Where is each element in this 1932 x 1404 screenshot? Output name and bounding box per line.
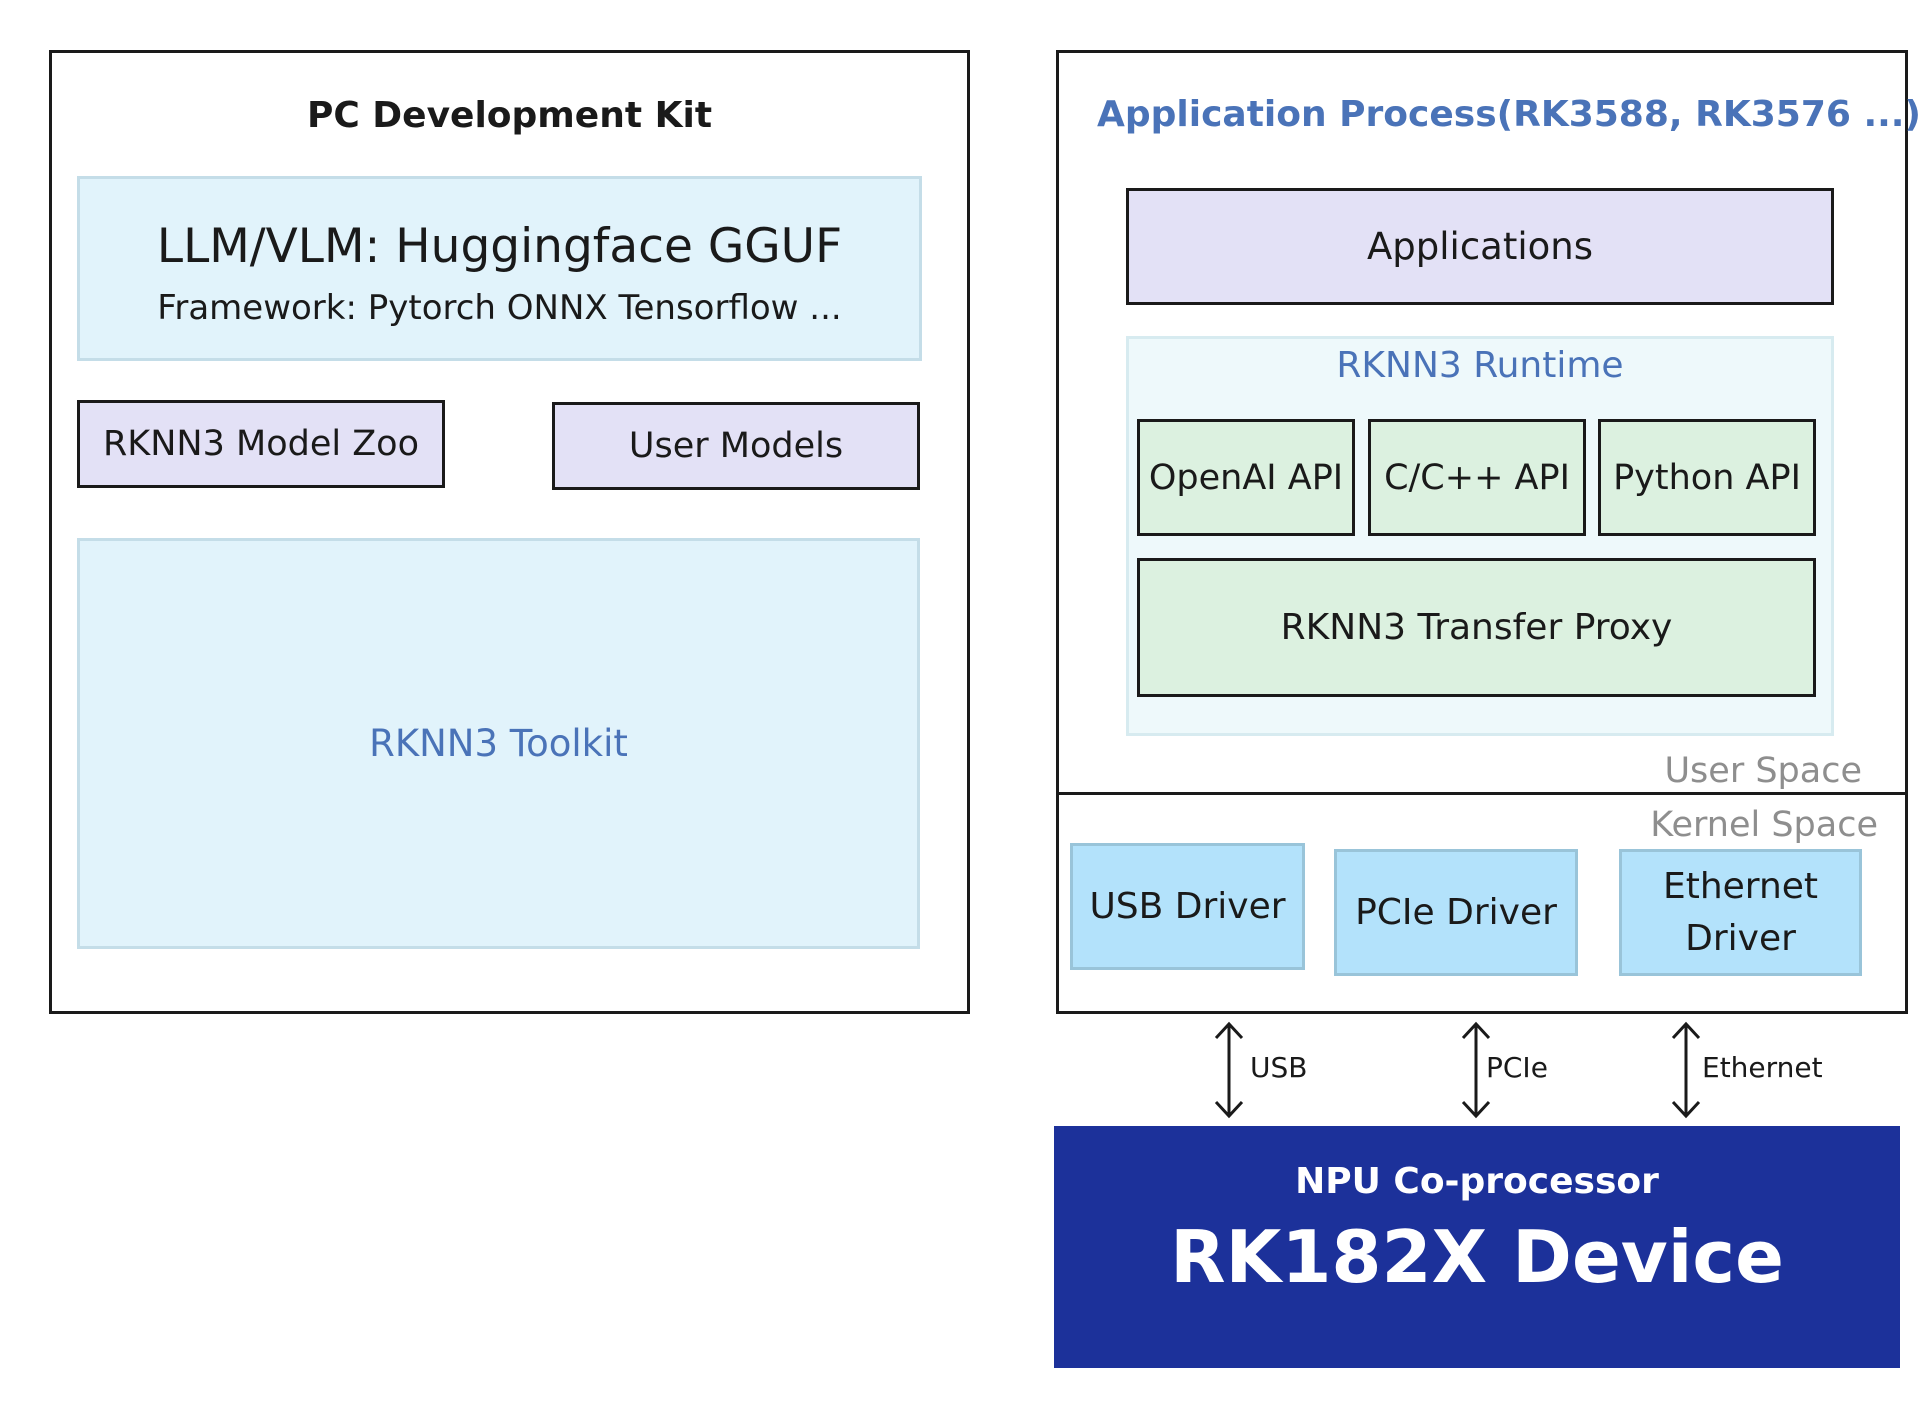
applications-label: Applications [1366, 225, 1593, 268]
ethernet-driver-label-line-1: Ethernet [1662, 865, 1819, 907]
frameworks-box [77, 176, 922, 361]
ethernet-link-label: Ethernet [1702, 1051, 1823, 1084]
usb-driver-label: USB Driver [1089, 886, 1286, 927]
frameworks-line-1: LLM/VLM: Huggingface GGUF [156, 218, 843, 274]
openai-api-box: OpenAI API [1137, 419, 1355, 536]
rk182x-device-box [1054, 1126, 1900, 1368]
python-api-label: Python API [1613, 457, 1801, 498]
c-cpp-api-box: C/C++ API [1368, 419, 1586, 536]
application-process-title: Application Process(RK3588, RK3576 ...) [1097, 94, 1921, 135]
rk182x-device-title: RK182X Device [1170, 1215, 1784, 1299]
usb-link-label: USB [1250, 1051, 1308, 1084]
user-kernel-divider [1056, 792, 1908, 795]
pc-dev-kit-title: PC Development Kit [306, 94, 713, 136]
rknn3-toolkit-label: RKNN3 Toolkit [369, 722, 628, 765]
usb-driver-box: USB Driver [1070, 843, 1305, 970]
npu-coprocessor-label: NPU Co-processor [1295, 1160, 1659, 1202]
ethernet-link-arrow [1671, 1021, 1701, 1119]
rknn3-runtime-title: RKNN3 Runtime [1336, 344, 1624, 386]
user-models-label: User Models [628, 426, 844, 466]
ethernet-driver-label-line-2: Driver [1685, 917, 1796, 959]
pcie-driver-label: PCIe Driver [1355, 892, 1557, 933]
ethernet-driver-box: Ethernet Driver [1619, 849, 1862, 976]
usb-link-arrow [1214, 1021, 1244, 1119]
rknn3-model-zoo-box: RKNN3 Model Zoo [77, 400, 445, 488]
c-cpp-api-label: C/C++ API [1384, 457, 1570, 498]
openai-api-label: OpenAI API [1148, 457, 1344, 498]
kernel-space-label: Kernel Space [1650, 805, 1878, 845]
python-api-box: Python API [1598, 419, 1816, 536]
pcie-link-arrow [1461, 1021, 1491, 1119]
pcie-link-label: PCIe [1486, 1051, 1548, 1084]
rknn3-model-zoo-label: RKNN3 Model Zoo [102, 424, 420, 464]
user-space-label: User Space [1664, 751, 1862, 791]
rknn3-toolkit-box: RKNN3 Toolkit [77, 538, 920, 949]
pcie-driver-box: PCIe Driver [1334, 849, 1578, 976]
frameworks-line-2: Framework: Pytorch ONNX Tensorflow ... [157, 288, 842, 328]
rknn3-transfer-proxy-label: RKNN3 Transfer Proxy [1280, 607, 1673, 648]
user-models-box: User Models [552, 402, 920, 490]
rknn3-transfer-proxy-box: RKNN3 Transfer Proxy [1137, 558, 1816, 697]
applications-box: Applications [1126, 188, 1834, 305]
